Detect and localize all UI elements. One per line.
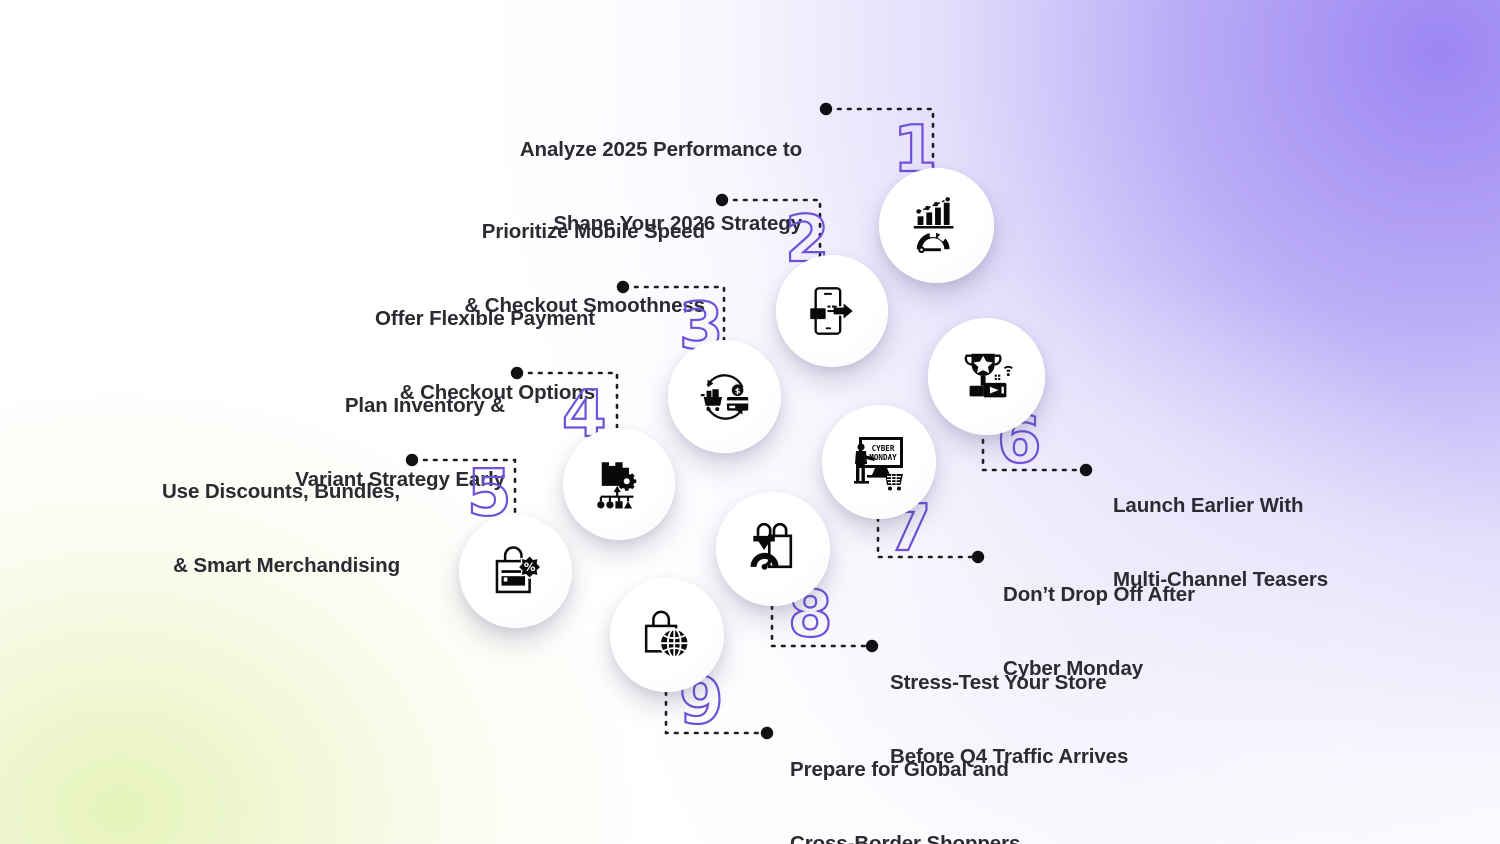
step-4-label-line1: Plan Inventory & [344, 394, 505, 417]
step-3-node[interactable]: $ [668, 340, 781, 453]
step-8-label: Stress-Test Your Store Before Q4 Traffic… [890, 622, 1128, 818]
step-5-label-line2: & Smart Merchandising [173, 553, 400, 577]
icon-text-cyber: CYBER [872, 444, 895, 453]
step-6-label: Launch Earlier With Multi-Channel Teaser… [1113, 445, 1328, 641]
step-2-label-line2: & Checkout Smoothness [464, 293, 705, 317]
step-9-label-line2: Cross-Border Shoppers [790, 831, 1021, 844]
step-9-label: Prepare for Global and Cross-Border Shop… [790, 709, 1020, 844]
connector-dot-7 [971, 550, 985, 564]
mobile-arrow-icon [810, 287, 855, 335]
step-1-label: Analyze 2025 Performance to Shape Your 2… [520, 89, 802, 285]
step-8-label-line1: Stress-Test Your Store [890, 671, 1107, 694]
step-7-label-line2: Cyber Monday [1003, 656, 1144, 680]
step-3-label-line1: Offer Flexible Payment [375, 307, 595, 330]
cyber-monday-screen-icon: CYBER MONDAY [854, 437, 903, 491]
step-1-node[interactable] [879, 168, 994, 283]
step-7-label-line1: Don’t Drop Off After [1003, 583, 1195, 606]
step-9-label-line1: Prepare for Global and [790, 758, 1009, 781]
connector-dot-9 [760, 726, 774, 740]
step-6-label-line1: Launch Earlier With [1113, 494, 1304, 517]
step-4-node[interactable] [563, 428, 675, 540]
step-5-label-line1: Use Discounts, Bundles, [161, 480, 400, 503]
step-8-label-line2: Before Q4 Traffic Arrives [890, 744, 1129, 768]
step-1-label-line2: Shape Your 2026 Strategy [553, 211, 802, 235]
connector-dot-1 [819, 102, 833, 116]
step-3-label-line2: & Checkout Options [399, 380, 595, 404]
discount-bag-icon: % [495, 545, 542, 593]
connector-dot-8 [865, 639, 879, 653]
svg-text:%: % [523, 560, 535, 574]
connector-dot-6 [1079, 463, 1093, 477]
step-1-label-line1: Analyze 2025 Performance to [519, 138, 802, 161]
step-2-node[interactable] [776, 255, 888, 367]
cart-card-exchange-icon: $ [700, 373, 748, 420]
shopping-bags-gauge-icon [750, 522, 793, 570]
trophy-broadcast-icon [964, 353, 1013, 397]
step-5-label: Use Discounts, Bundles, & Smart Merchand… [162, 431, 400, 627]
inventory-variant-icon [597, 462, 637, 509]
step-9-node[interactable] [610, 578, 724, 692]
step-3-label: Offer Flexible Payment & Checkout Option… [375, 258, 595, 454]
icon-text-monday: MONDAY [869, 453, 897, 462]
step-6-label-line2: Multi-Channel Teasers [1113, 567, 1329, 591]
bag-globe-icon [644, 610, 690, 659]
step-7-label: Don’t Drop Off After Cyber Monday [1003, 534, 1195, 730]
svg-text:$: $ [734, 385, 740, 395]
step-6-node[interactable] [928, 318, 1045, 435]
step-5-node[interactable]: % [459, 515, 572, 628]
step-4-label: Plan Inventory & Variant Strategy Early [295, 345, 505, 541]
step-7-node[interactable]: CYBER MONDAY [822, 405, 936, 519]
step-4-label-line2: Variant Strategy Early [295, 467, 505, 491]
bar-chart-gauge-icon [913, 196, 953, 253]
step-2-label: Prioritize Mobile Speed & Checkout Smoot… [464, 171, 705, 367]
step-2-label-line1: Prioritize Mobile Speed [481, 220, 705, 243]
step-8-node[interactable] [716, 492, 830, 606]
